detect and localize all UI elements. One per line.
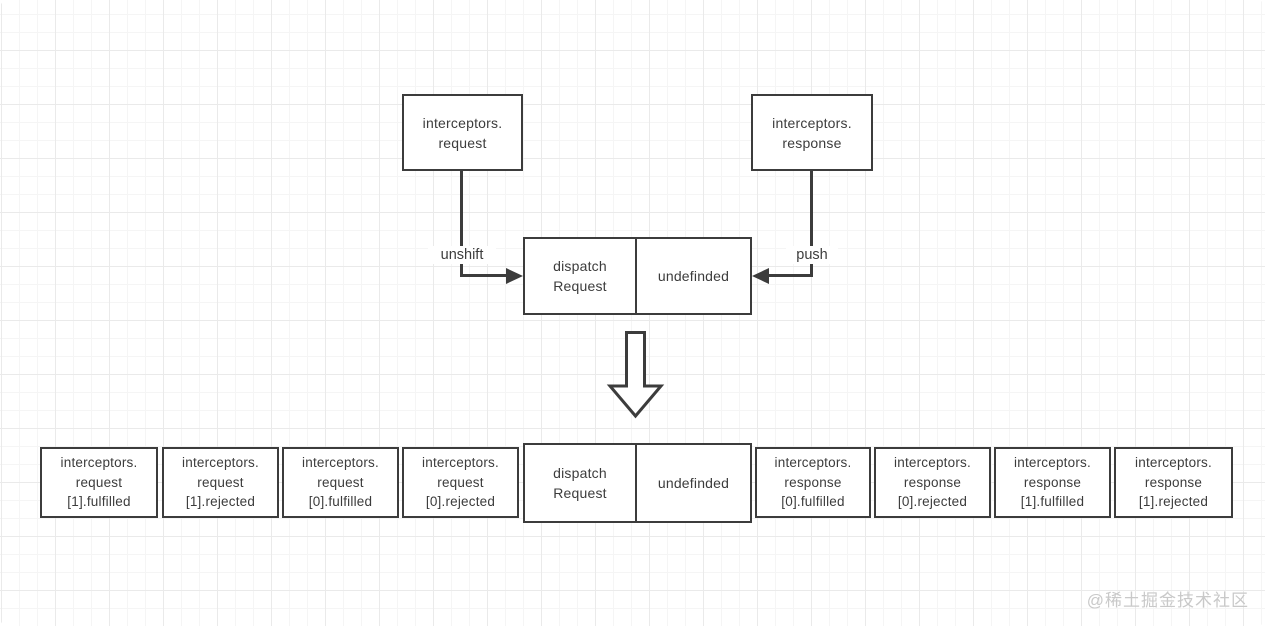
chain-cell-dispatch-request: dispatch Request xyxy=(523,443,637,523)
interceptors-request-box: interceptors. request xyxy=(402,94,523,171)
dispatch-request-box: dispatch Request xyxy=(523,237,637,315)
chain-cell-line: [0].rejected xyxy=(897,494,968,510)
unshift-connector-elbow xyxy=(460,274,509,277)
juejin-watermark: @稀土掘金技术社区 xyxy=(1086,591,1249,610)
push-connector-elbow xyxy=(765,274,813,277)
chain-cell-line: interceptors. xyxy=(894,455,971,471)
chain-cell-line: dispatch xyxy=(553,465,607,481)
chain-cell-line: [0].fulfilled xyxy=(781,494,845,510)
chain-cell-line: undefinded xyxy=(657,475,730,491)
push-label: push xyxy=(786,246,838,264)
chain-cell-response-0-rejected: interceptors. response [0].rejected xyxy=(874,447,991,518)
chain-cell-response-1-rejected: interceptors. response [1].rejected xyxy=(1114,447,1233,518)
undefinded-line1: undefinded xyxy=(657,268,730,284)
dispatch-request-line2: Request xyxy=(553,278,607,294)
chain-cell-line: interceptors. xyxy=(774,455,852,471)
chain-cell-request-1-rejected: interceptors. request [1].rejected xyxy=(162,447,279,518)
undefinded-box: undefinded xyxy=(635,237,752,315)
interceptors-request-line2: request xyxy=(438,134,487,151)
chain-cell-line: [1].rejected xyxy=(1138,494,1209,510)
chain-cell-line: request xyxy=(317,474,364,490)
chain-cell-line: interceptors. xyxy=(302,455,379,471)
chain-cell-line: response xyxy=(903,474,962,490)
down-arrow-icon xyxy=(606,331,665,419)
chain-cell-request-0-fulfilled: interceptors. request [0].fulfilled xyxy=(282,447,399,518)
unshift-label: unshift xyxy=(428,246,496,264)
chain-cell-line: [1].fulfilled xyxy=(67,494,131,510)
chain-cell-line: response xyxy=(1023,474,1082,490)
chain-cell-line: [1].rejected xyxy=(185,494,256,510)
arrowhead-left-icon xyxy=(752,268,769,284)
interceptors-response-line1: interceptors. xyxy=(772,114,852,131)
chain-cell-line: [0].fulfilled xyxy=(308,494,373,510)
dispatch-request-line1: dispatch xyxy=(553,258,607,274)
chain-cell-line: interceptors. xyxy=(1135,455,1212,471)
chain-cell-line: interceptors. xyxy=(60,455,138,471)
chain-cell-line: response xyxy=(1144,474,1203,490)
interceptors-response-line2: response xyxy=(782,134,842,151)
interceptors-response-box: interceptors. response xyxy=(751,94,873,171)
chain-cell-request-1-fulfilled: interceptors. request [1].fulfilled xyxy=(40,447,158,518)
chain-cell-line: request xyxy=(437,474,484,490)
chain-cell-line: response xyxy=(784,474,842,490)
chain-cell-line: request xyxy=(75,474,123,490)
chain-cell-line: interceptors. xyxy=(422,455,499,471)
chain-cell-response-0-fulfilled: interceptors. response [0].fulfilled xyxy=(755,447,871,518)
push-connector-line xyxy=(810,171,813,276)
chain-cell-line: interceptors. xyxy=(182,455,259,471)
chain-cell-line: [0].rejected xyxy=(425,494,496,510)
chain-cell-line: [1].fulfilled xyxy=(1020,494,1085,510)
chain-cell-line: request xyxy=(197,474,244,490)
interceptors-request-line1: interceptors. xyxy=(422,114,503,131)
chain-cell-request-0-rejected: interceptors. request [0].rejected xyxy=(402,447,519,518)
chain-cell-line: interceptors. xyxy=(1014,455,1091,471)
unshift-connector-line xyxy=(460,171,463,276)
arrowhead-right-icon xyxy=(506,268,523,284)
chain-cell-line: Request xyxy=(553,485,607,501)
chain-cell-response-1-fulfilled: interceptors. response [1].fulfilled xyxy=(994,447,1111,518)
chain-cell-undefinded: undefinded xyxy=(635,443,752,523)
